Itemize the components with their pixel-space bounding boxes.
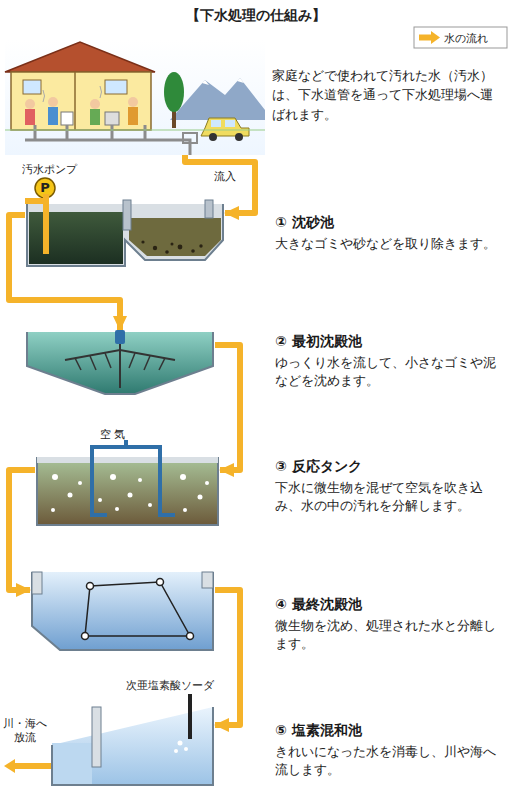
title: 【下水処理の仕組み】 [0,6,511,24]
step-description: きれいになった水を消毒し、川や海へ流します。 [275,743,505,779]
legend-arrow [419,31,440,44]
tank-shape [35,455,220,527]
step-heading: ② 最初沈殿池 [275,333,505,351]
tank-shape [30,570,215,652]
description: ④ 最終沈殿池微生物を沈め、処理された水と分離します。 [275,596,505,653]
pump-symbol: P [38,180,52,195]
legend-box [414,27,507,48]
tank-shape [25,330,215,398]
grit-chamber: ① 沈砂池大きなゴミや砂などを取り除きます。 [25,200,225,268]
air-pipe [92,440,160,456]
primary-sedimentation-tank: ② 最初沈殿池ゆっくり水を流して、小さなゴミや泥などを沈めます。 [25,330,215,398]
pump-label: 汚水ポンプ [22,162,77,177]
step-heading: ① 沈砂池 [275,214,505,232]
discharge-arrow [4,759,52,773]
chlorine-contact-tank: ⑤ 塩素混和池きれいになった水を消毒し、川や海へ流します。 [50,705,215,787]
description: ② 最初沈殿池ゆっくり水を流して、小さなゴミや泥などを沈めます。 [275,333,505,390]
flow-arrow [215,590,240,725]
step-description: ゆっくり水を流して、小さなゴミや泥などを沈めます。 [275,354,505,390]
flow-arrow [215,345,240,470]
step-description: 微生物を沈め、処理された水と分離します。 [275,617,505,653]
discharge-label: 川・海へ 放流 [3,716,47,744]
tank-shape [25,200,225,268]
description: 家庭などで使われて汚れた水（汚水）は、下水道管を通って下水処理場へ運ばれます。 [272,66,504,124]
step-heading: ⑤ 塩素混和池 [275,722,505,740]
house-scene: 家庭などで使われて汚れた水（汚水）は、下水道管を通って下水処理場へ運ばれます。 [5,40,265,155]
description: ① 沈砂池大きなゴミや砂などを取り除きます。 [275,214,505,253]
legend-text: 水の流れ [444,31,488,46]
step-description: 家庭などで使われて汚れた水（汚水）は、下水道管を通って下水処理場へ運ばれます。 [272,66,504,124]
reaction-tank: ③ 反応タンク下水に微生物を混ぜて空気を吹き込み、水の中の汚れを分解します。 [35,455,220,527]
step-heading: ③ 反応タンク [275,458,505,476]
inflow-label: 流入 [214,169,236,184]
tank-shape [50,705,215,787]
tank-shape [5,40,265,155]
final-sedimentation-tank: ④ 最終沈殿池微生物を沈め、処理された水と分離します。 [30,570,215,652]
step-description: 大きなゴミや砂などを取り除きます。 [275,235,505,253]
description: ③ 反応タンク下水に微生物を混ぜて空気を吹き込み、水の中の汚れを分解します。 [275,458,505,515]
air-label: 空 気 [100,427,126,442]
step-description: 下水に微生物を混ぜて空気を吹き込み、水の中の汚れを分解します。 [275,479,505,515]
step-heading: ④ 最終沈殿池 [275,596,505,614]
chlorine-pipe [188,694,192,706]
chemical-label: 次亜塩素酸ソーダ [126,679,214,693]
description: ⑤ 塩素混和池きれいになった水を消毒し、川や海へ流します。 [275,722,505,779]
